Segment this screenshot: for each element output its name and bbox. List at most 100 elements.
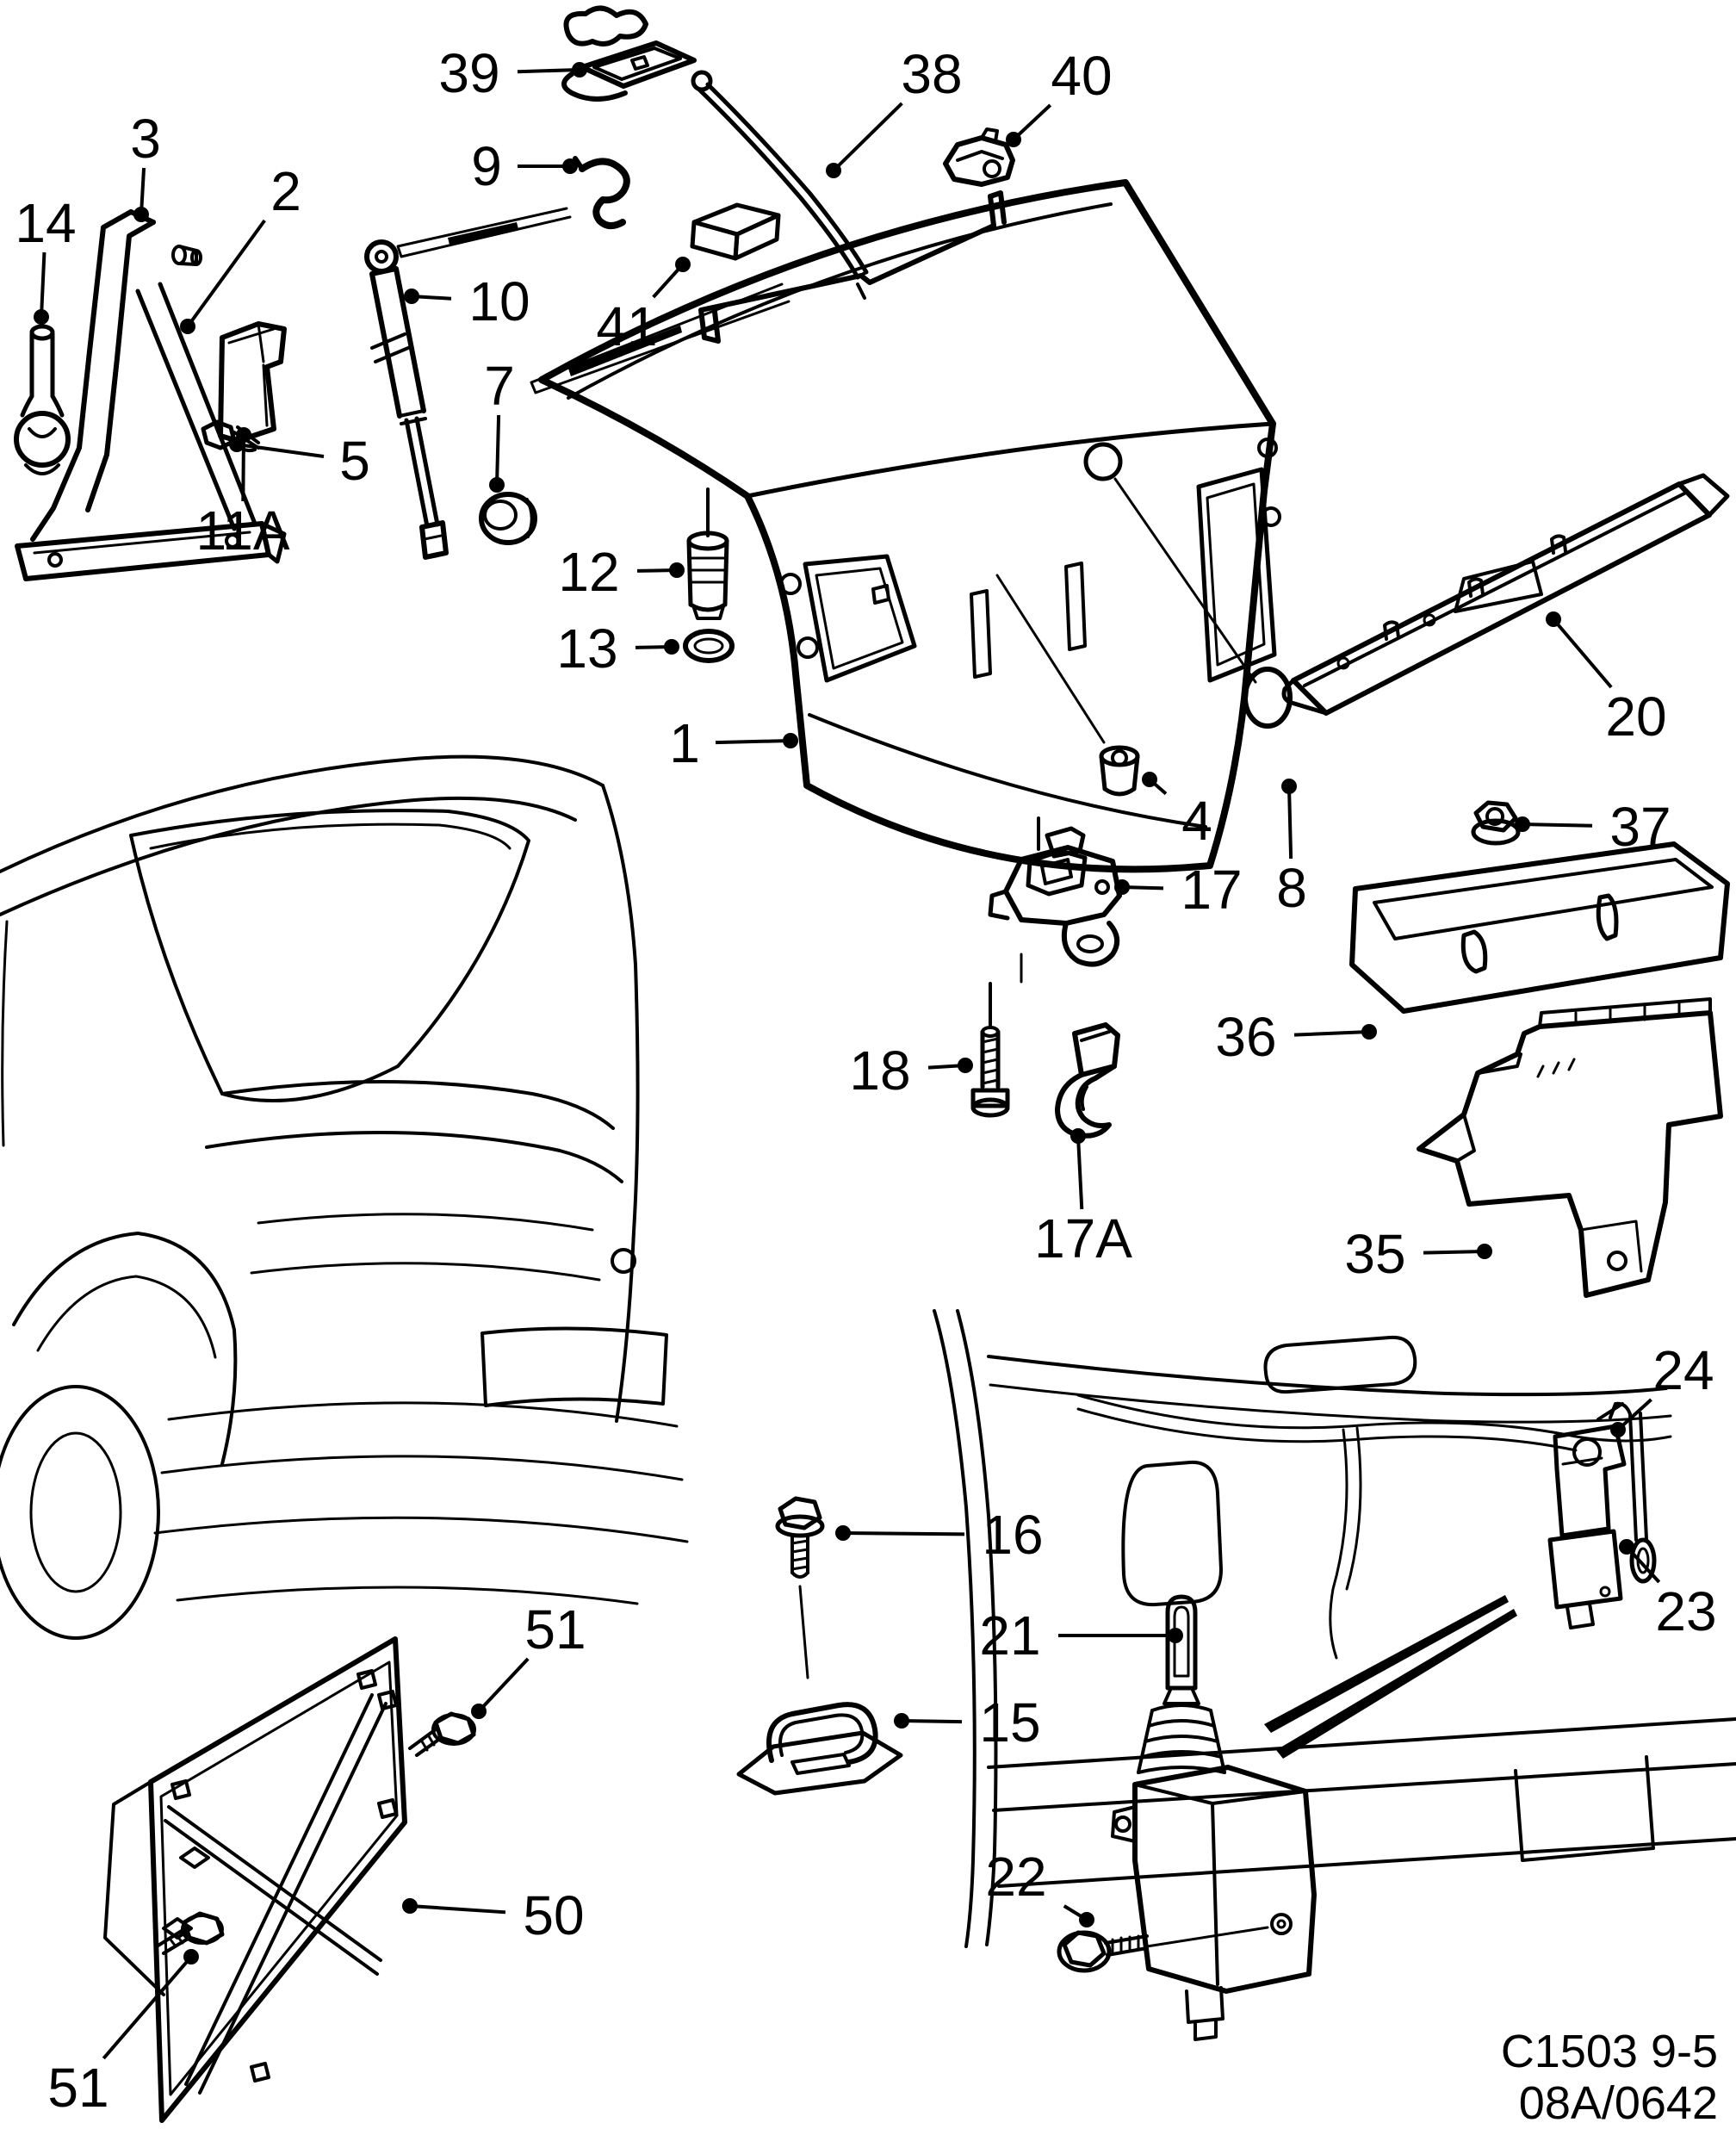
car-rear-view [0, 754, 689, 1640]
callout-leader [236, 443, 325, 458]
callout-8: 8 [1276, 779, 1307, 919]
callout-number: 9 [471, 135, 502, 197]
callout-12: 12 [558, 541, 685, 603]
callout-dot [826, 163, 841, 178]
callout-17: 17 [1114, 859, 1243, 921]
part-oring-13 [683, 629, 735, 663]
callout-leader [495, 414, 501, 486]
callout-50: 50 [402, 1884, 585, 1946]
callout-10: 10 [404, 270, 530, 332]
callout-35: 35 [1344, 1223, 1492, 1285]
part-screw-18 [970, 982, 1010, 1118]
callout-dot [183, 1949, 199, 1965]
callout-dot [489, 477, 505, 493]
callout-leader [241, 434, 245, 502]
callout-number: 8 [1276, 857, 1307, 919]
callout-number: 38 [901, 43, 962, 105]
callout-number: 51 [524, 1598, 586, 1660]
callout-dot [471, 1704, 487, 1719]
part-cable-hook-9 [573, 156, 630, 229]
callout-leader [1625, 1545, 1661, 1584]
callout-dot [133, 207, 149, 222]
part-clip-17a [1055, 1022, 1120, 1139]
callout-23: 23 [1619, 1539, 1717, 1642]
callout-40: 40 [1006, 45, 1113, 147]
callout-16: 16 [835, 1504, 1044, 1566]
part-block-41 [690, 202, 781, 261]
callout-leader [1076, 1135, 1084, 1210]
callout-dot [664, 639, 679, 655]
callout-9: 9 [471, 135, 578, 197]
callout-13: 13 [556, 618, 679, 680]
part-plate-bracket-50 [103, 1636, 407, 2123]
callout-number: 4 [1181, 790, 1212, 852]
callout-24: 24 [1610, 1339, 1714, 1437]
callout-51: 51 [47, 1949, 199, 2119]
callout-dot [1361, 1024, 1377, 1040]
callout-leader [140, 167, 146, 215]
callout-number: 17A [1034, 1207, 1132, 1269]
callout-dot [1515, 816, 1530, 832]
callout-number: 13 [556, 618, 617, 680]
callout-dot [1114, 879, 1130, 895]
callout-leader [1423, 1250, 1485, 1255]
callout-36: 36 [1215, 1006, 1377, 1068]
part-hinge-assembly [15, 209, 287, 581]
callout-dot [1619, 1539, 1634, 1555]
part-gas-strut-10 [364, 239, 449, 560]
part-lock-motor-24 [1547, 1402, 1627, 1629]
callout-number: 11A [195, 500, 289, 562]
callout-dot [1142, 772, 1157, 787]
callout-41: 41 [596, 257, 691, 357]
callout-4: 4 [1142, 772, 1212, 852]
callout-number: 37 [1609, 796, 1671, 858]
callout-dot [1070, 1128, 1086, 1144]
callout-number: 14 [15, 192, 76, 254]
callout-dot [572, 62, 587, 78]
callout-leader [1552, 618, 1613, 689]
part-nut-37 [1471, 800, 1521, 846]
callout-dot [835, 1525, 851, 1541]
callout-leader [901, 1719, 963, 1724]
callout-dot [675, 257, 691, 272]
callout-leader [186, 219, 266, 328]
callout-number: 36 [1215, 1006, 1276, 1068]
callout-leader [832, 102, 903, 172]
callout-38: 38 [826, 43, 963, 178]
callout-number: 40 [1051, 45, 1112, 107]
callout-number: 41 [596, 295, 657, 357]
callout-leader [40, 251, 46, 318]
callout-number: 1 [669, 712, 700, 774]
callout-layer: 123457891011A12131415161717A182021222324… [15, 42, 1716, 2119]
part-latch-17 [988, 816, 1122, 984]
callout-number: 24 [1652, 1339, 1714, 1401]
callout-dot [669, 562, 685, 578]
callout-leader [102, 1955, 193, 2060]
callout-39: 39 [438, 42, 587, 104]
callout-dot [404, 289, 419, 304]
part-bolt-51-lower [155, 1911, 225, 1955]
callout-number: 7 [484, 355, 515, 417]
callout-leader [842, 1531, 965, 1536]
part-grommet-4 [1099, 745, 1140, 797]
part-trunk-lid-1 [538, 179, 1281, 873]
part-ball-stud-14 [14, 324, 71, 475]
callout-1: 1 [669, 712, 798, 774]
callout-dot [34, 309, 49, 325]
callout-17A: 17A [1034, 1128, 1132, 1269]
callout-dot [958, 1058, 973, 1073]
callout-number: 15 [979, 1691, 1040, 1753]
callout-number: 18 [849, 1040, 910, 1102]
callout-leader [715, 739, 791, 745]
callout-leader [1293, 1030, 1370, 1037]
callout-20: 20 [1546, 611, 1667, 748]
callout-dot [1281, 779, 1297, 794]
callout-number: 10 [468, 270, 530, 332]
callout-15: 15 [894, 1691, 1041, 1753]
callout-dot [1546, 611, 1561, 627]
callout-number: 3 [130, 108, 161, 170]
callout-14: 14 [15, 192, 77, 325]
callout-number: 21 [979, 1605, 1040, 1667]
callout-dot [180, 319, 195, 334]
callout-dot [1168, 1628, 1183, 1643]
